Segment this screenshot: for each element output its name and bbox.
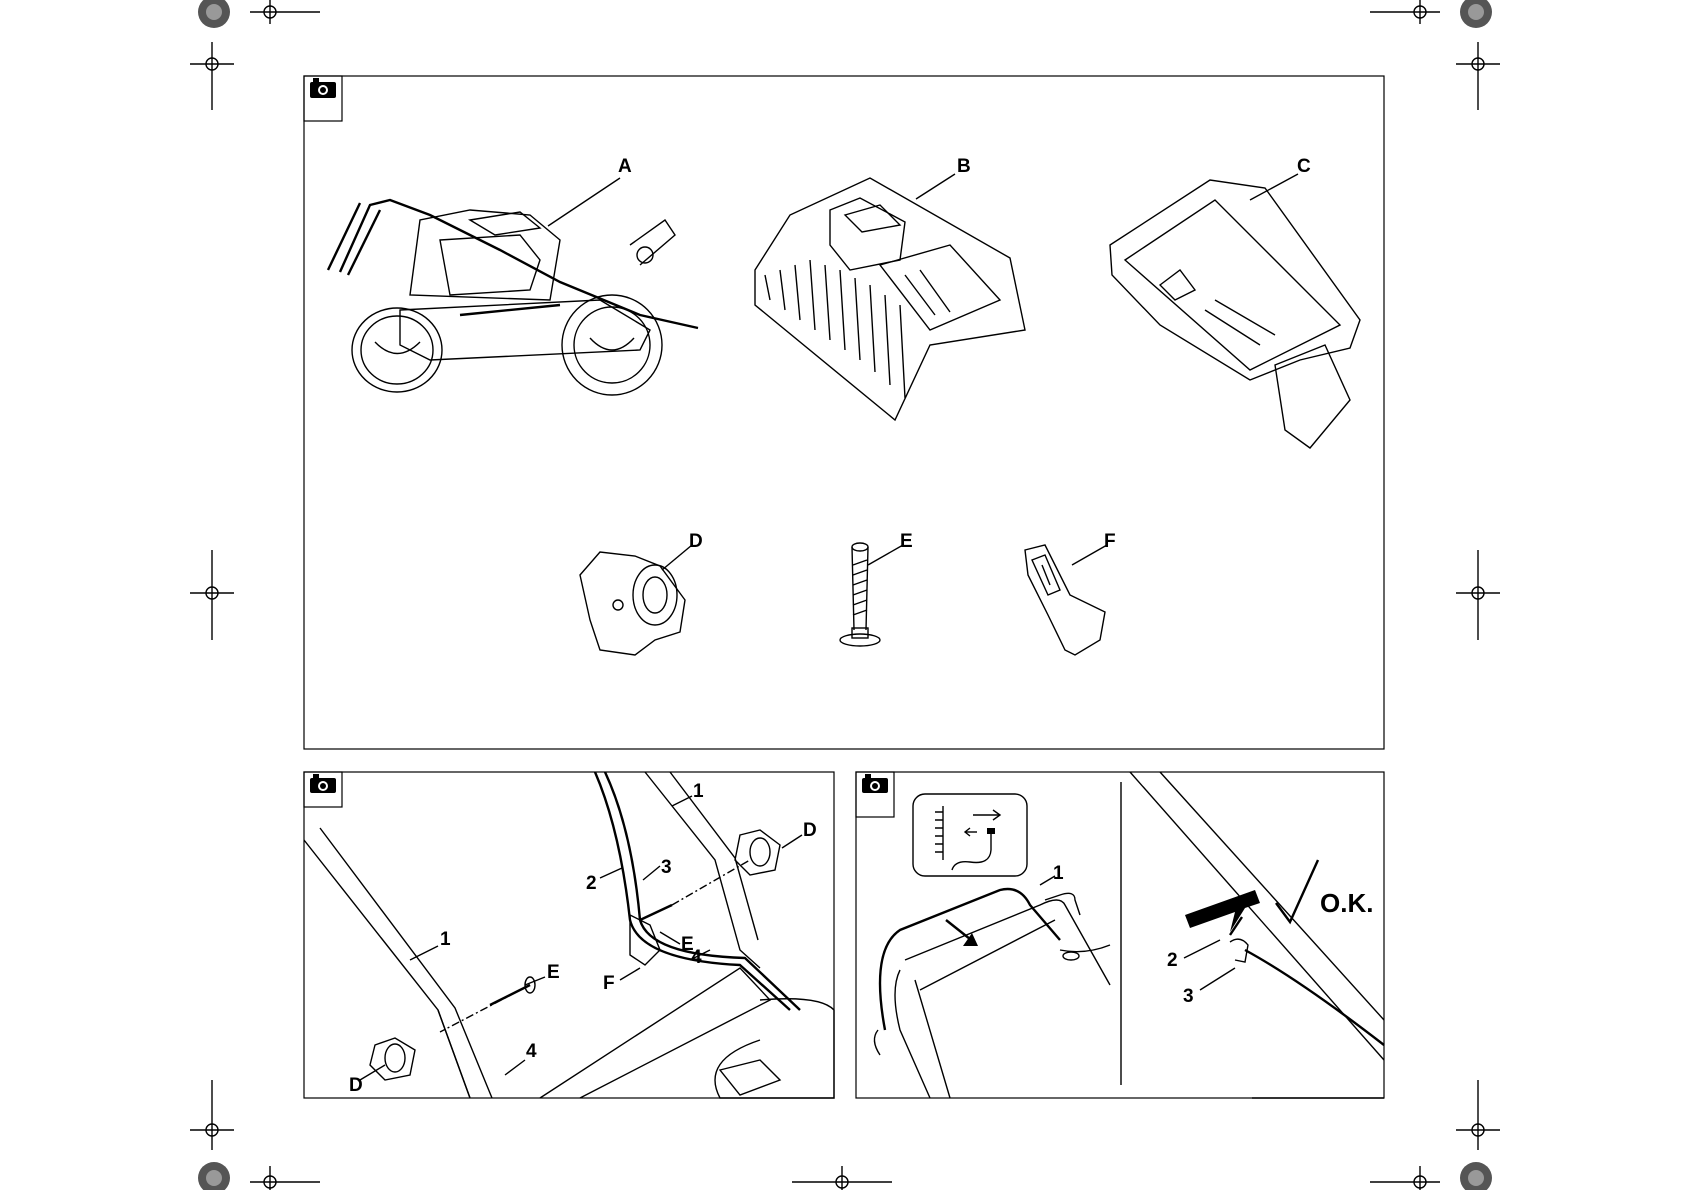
cable-clip-drawing [1025,545,1105,655]
label-4-upper: 4 [691,947,702,968]
label-c: C [1297,156,1311,177]
bottom-left-panel-frame [304,772,834,1098]
bolt-drawing [840,543,880,646]
leader-line [868,545,903,565]
handle-cable-drawing [874,889,1110,1098]
label-1-lower: 1 [440,929,451,950]
camera-icon [304,772,342,807]
label-e-lower: E [547,962,560,983]
label-3: 3 [1183,986,1194,1007]
label-2: 2 [1167,950,1178,971]
label-2: 2 [586,873,597,894]
label-f: F [603,973,615,994]
label-4-lower: 4 [526,1041,537,1062]
label-f: F [1104,531,1116,552]
label-d-lower: D [349,1075,363,1096]
leader-line [548,178,620,226]
label-b: B [957,156,971,177]
label-d-upper: D [803,820,817,841]
ok-label: O.K. [1320,888,1373,918]
leader-line [662,545,692,570]
grass-bag-bottom-drawing [1110,180,1360,448]
handle-assembly-drawing [304,772,834,1098]
bottom-right-panel: 1 O.K. 2 3 [856,772,1384,1098]
camera-icon [856,772,894,817]
color-wheel-mark [198,0,1492,1190]
top-panel: A B C D [304,76,1384,749]
crosshair-mark [190,0,1500,1190]
label-3: 3 [661,857,672,878]
lawn-mower-drawing [328,200,698,395]
cable-routing-inset [913,794,1027,876]
leader-line [1072,545,1107,565]
star-knob-drawing [580,552,685,655]
t-handle-drawing [1130,772,1384,1098]
label-1: 1 [1053,863,1064,884]
label-1-upper: 1 [693,781,704,802]
label-d: D [689,531,703,552]
grass-bag-top-drawing [755,178,1025,420]
top-panel-frame [304,76,1384,749]
label-e: E [900,531,913,552]
camera-icon [304,76,342,121]
leader-line [916,174,955,199]
bottom-left-panel: 1 D 2 3 E F 4 1 E 4 D [304,772,834,1098]
label-a: A [618,156,632,177]
registration-marks [190,0,1500,1190]
